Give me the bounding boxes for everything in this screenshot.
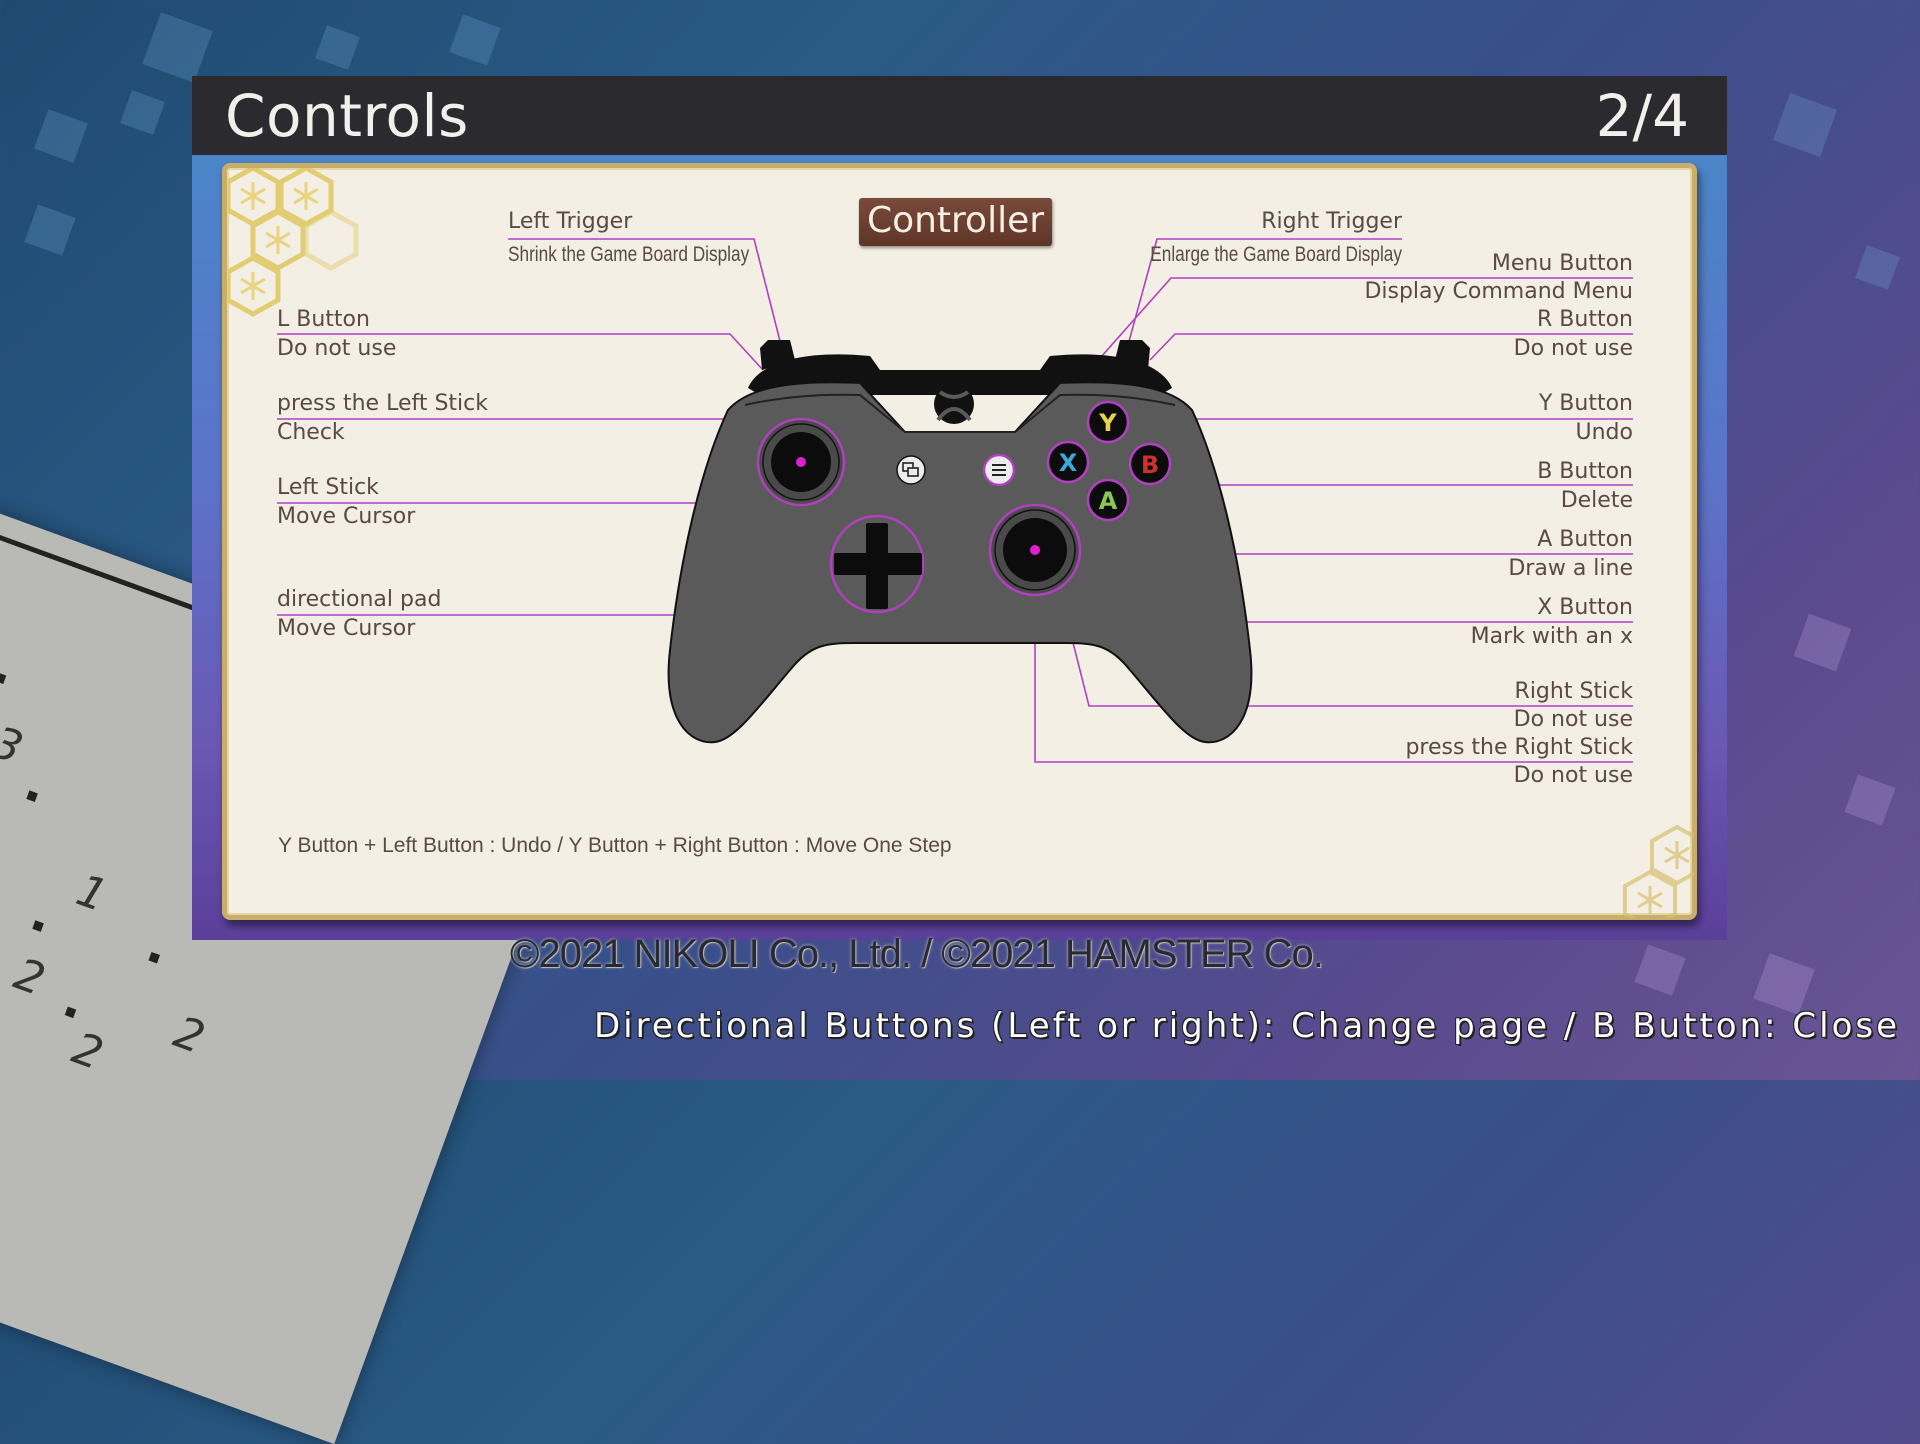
left-trigger-label: Left Trigger — [508, 209, 633, 234]
right-stick-action: Do not use — [1513, 707, 1633, 732]
right-stick-label: Right Stick — [1514, 679, 1633, 704]
b-button-glyph: B — [1141, 451, 1159, 479]
hex-pattern-decoration-top-left — [228, 168, 359, 317]
directional-pad-icon — [829, 514, 925, 614]
controller-diagram: Y X B A — [277, 238, 1633, 763]
page-title: Controls — [225, 82, 469, 150]
header-bar: Controls 2/4 — [192, 76, 1727, 155]
r-button-action: Do not use — [1513, 336, 1633, 361]
a-button-glyph: A — [1099, 487, 1118, 515]
a-button-label: A Button — [1537, 527, 1633, 552]
x-button-action: Mark with an x — [1470, 624, 1633, 649]
right-stick-icon — [988, 503, 1082, 597]
menu-button-label: Menu Button — [1491, 251, 1633, 276]
press-left-stick-action: Check — [277, 420, 345, 445]
l-button-label: L Button — [277, 307, 370, 332]
press-left-stick-label: press the Left Stick — [277, 391, 488, 416]
press-right-stick-action: Do not use — [1513, 763, 1633, 788]
l-button-action: Do not use — [277, 336, 397, 361]
x-button-icon — [1046, 440, 1090, 484]
b-button-action: Delete — [1560, 488, 1633, 513]
copyright-text: ©2021 NIKOLI Co., Ltd. / ©2021 HAMSTER C… — [510, 932, 1324, 976]
xbox-controller-icon — [667, 340, 1253, 744]
y-button-label: Y Button — [1538, 391, 1633, 416]
xbox-logo-icon — [934, 384, 974, 424]
y-button-icon — [1086, 400, 1130, 444]
right-trigger-action: Enlarge the Game Board Display — [1150, 243, 1402, 266]
x-button-glyph: X — [1059, 449, 1078, 477]
a-button-icon — [1086, 478, 1130, 522]
b-button-icon — [1128, 442, 1172, 486]
y-button-action: Undo — [1575, 420, 1633, 445]
y-button-glyph: Y — [1098, 409, 1117, 437]
a-button-action: Draw a line — [1508, 556, 1633, 581]
button-combo-hint: Y Button + Left Button : Undo / Y Button… — [278, 834, 952, 857]
hex-pattern-decoration-bottom-right — [1623, 824, 1694, 918]
menu-button-icon — [982, 453, 1016, 487]
controller-body — [667, 381, 1253, 744]
page-indicator: 2/4 — [1595, 82, 1689, 150]
right-trigger-label: Right Trigger — [1261, 209, 1402, 234]
r-button-label: R Button — [1537, 307, 1633, 332]
left-stick-label: Left Stick — [277, 475, 379, 500]
left-stick-action: Move Cursor — [277, 504, 416, 529]
directional-pad-action: Move Cursor — [277, 616, 416, 641]
press-right-stick-label: press the Right Stick — [1405, 735, 1633, 760]
directional-pad-label: directional pad — [277, 587, 442, 612]
b-button-label: B Button — [1537, 459, 1633, 484]
controller-section-badge: Controller — [859, 198, 1052, 246]
navigation-hint: Directional Buttons (Left or right): Cha… — [594, 1006, 1901, 1046]
view-button-icon — [896, 455, 926, 485]
x-button-label: X Button — [1537, 595, 1633, 620]
menu-button-action: Display Command Menu — [1364, 279, 1633, 304]
left-trigger-action: Shrink the Game Board Display — [508, 243, 750, 266]
left-stick-icon — [756, 417, 846, 507]
